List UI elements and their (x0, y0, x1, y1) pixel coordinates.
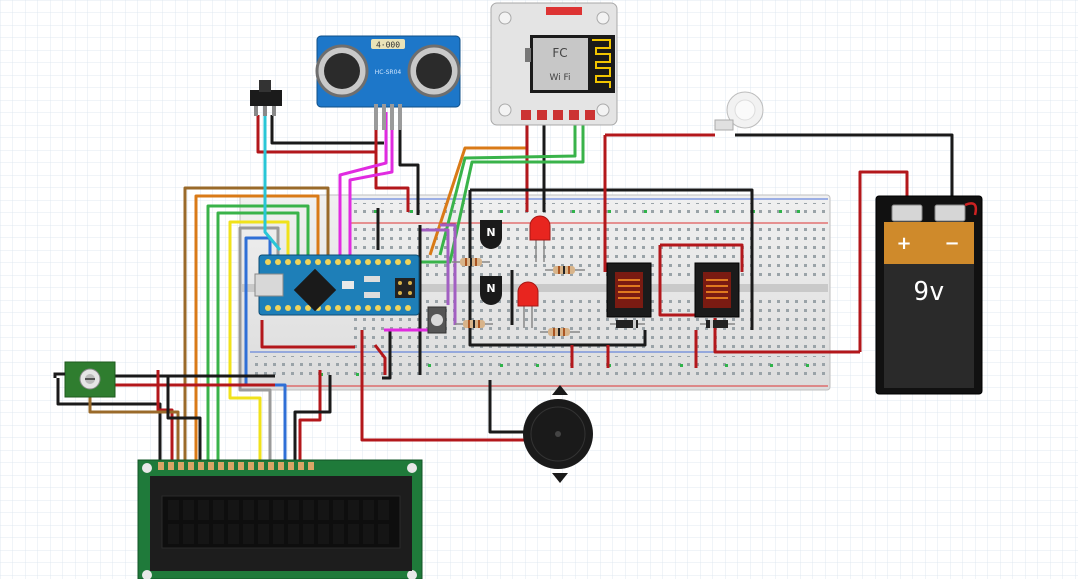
wire-black (270, 115, 384, 145)
wire-black (488, 380, 530, 434)
battery-9v: + − 9v (875, 195, 983, 395)
wire-magenta (338, 112, 388, 255)
wire-orange (194, 194, 320, 465)
wire-brown (183, 186, 330, 465)
led-red (529, 215, 551, 262)
wire-red (298, 370, 322, 465)
resistor (545, 266, 585, 274)
wire-black (468, 190, 647, 347)
wire-red (660, 243, 744, 272)
slide-switch (250, 80, 282, 116)
battery-voltage-label: 9v (913, 277, 944, 307)
wire-black (470, 188, 754, 330)
wire-green (438, 118, 577, 256)
battery-minus-label: − (944, 233, 959, 254)
arduino-nano (254, 254, 420, 316)
transistor-label: N (486, 282, 495, 295)
wire-black (398, 112, 420, 215)
wire-gray (238, 226, 280, 465)
wire-red (156, 370, 174, 465)
wire-black (293, 375, 332, 465)
wire-red (373, 344, 387, 375)
wifi-module: FC Wi Fi (490, 2, 618, 126)
resistor (455, 320, 493, 328)
wire-blue (244, 236, 287, 465)
wire-green (420, 118, 585, 264)
sensor-crystal-label: 4·000 (376, 41, 400, 50)
push-button (427, 306, 447, 334)
potentiometer (53, 361, 116, 398)
wire-magenta (348, 112, 394, 255)
lcd-display (137, 459, 423, 579)
battery-label (884, 222, 974, 264)
led-red (517, 281, 539, 328)
ultrasonic-sensor: 4·000 HC-SR04 (315, 35, 461, 130)
transistor-q2: N (480, 276, 502, 305)
wire-cyan (263, 115, 282, 251)
wire-red (360, 330, 530, 442)
relay-1 (606, 262, 652, 318)
usb-connector (254, 273, 284, 297)
wifi-antenna (592, 39, 611, 88)
wire-black (166, 376, 202, 465)
battery-plus-label: + (896, 233, 911, 254)
wire-green (216, 211, 300, 465)
wire-purple (440, 223, 457, 325)
wire-red (858, 170, 909, 352)
diode (610, 320, 645, 328)
wifi-brand-label: FC (552, 46, 567, 60)
transistor-label: N (486, 226, 495, 239)
piezo-element (714, 91, 764, 131)
wire-black (735, 133, 954, 208)
relay-2 (694, 262, 740, 318)
resistor (540, 328, 580, 336)
buzzer (523, 385, 593, 483)
wire-purple (420, 228, 450, 305)
wire-red (374, 130, 410, 212)
transistor-q1: N (480, 220, 502, 249)
wire-red (260, 320, 355, 349)
wire-black (382, 330, 392, 380)
sensor-model-label: HC-SR04 (375, 69, 402, 76)
wire-black (56, 378, 162, 465)
wire-red (713, 318, 860, 354)
wifi-logo-label: Wi Fi (549, 73, 570, 83)
diode (700, 320, 735, 328)
wire-yellow (228, 220, 290, 465)
resistor (452, 258, 490, 266)
wire-brown (88, 395, 180, 465)
wire-green (206, 204, 310, 465)
wires (56, 112, 954, 465)
